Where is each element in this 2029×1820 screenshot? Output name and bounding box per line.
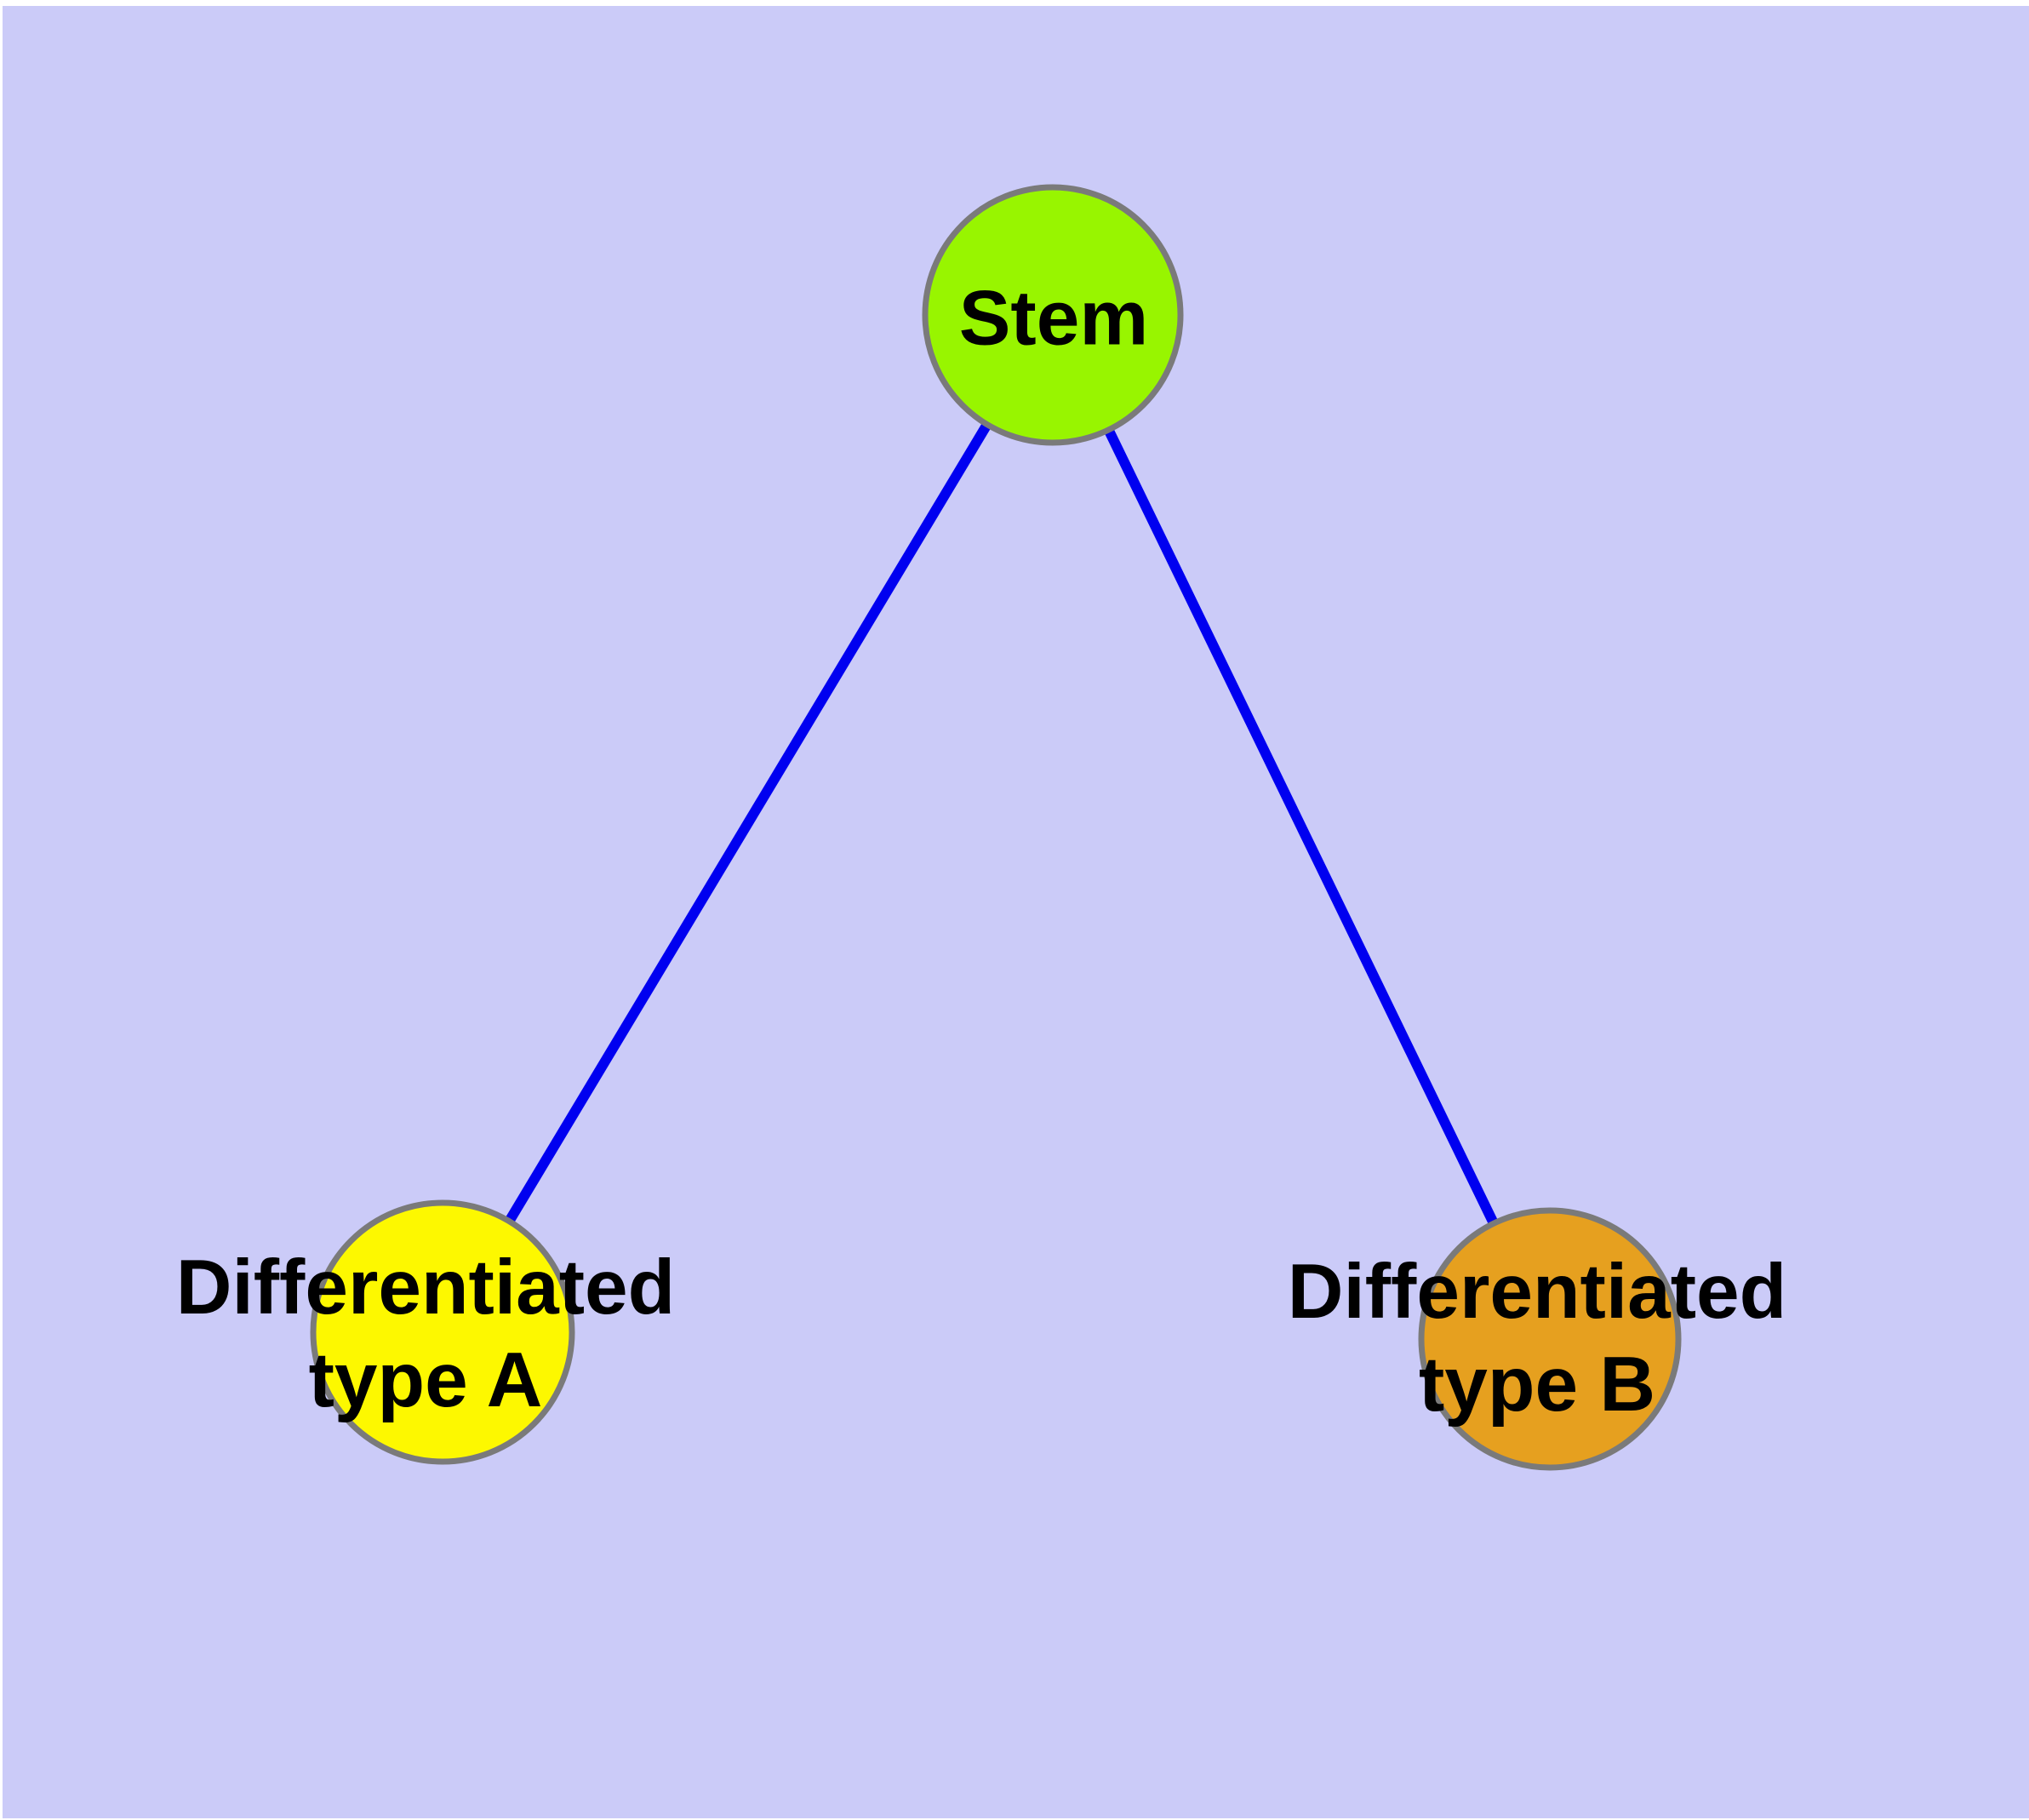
edge-stem-to-type-a [437,312,1058,1336]
edge-stem-to-type-b [1048,312,1555,1342]
node-stem [922,184,1184,446]
node-type-a-label: Differentiated type A [176,1241,676,1427]
node-type-a-label-line1: Differentiated [175,1244,676,1331]
node-type-b-label-line1: Differentiated [1287,1248,1787,1335]
node-differentiated-type-b [1418,1207,1682,1471]
node-stem-label: Stem [958,275,1149,362]
node-type-b-label-line2: type B [1418,1342,1656,1428]
node-type-b-label: Differentiated type B [1288,1245,1787,1431]
node-differentiated-type-a [310,1199,575,1465]
node-type-a-label-line2: type A [308,1337,543,1423]
